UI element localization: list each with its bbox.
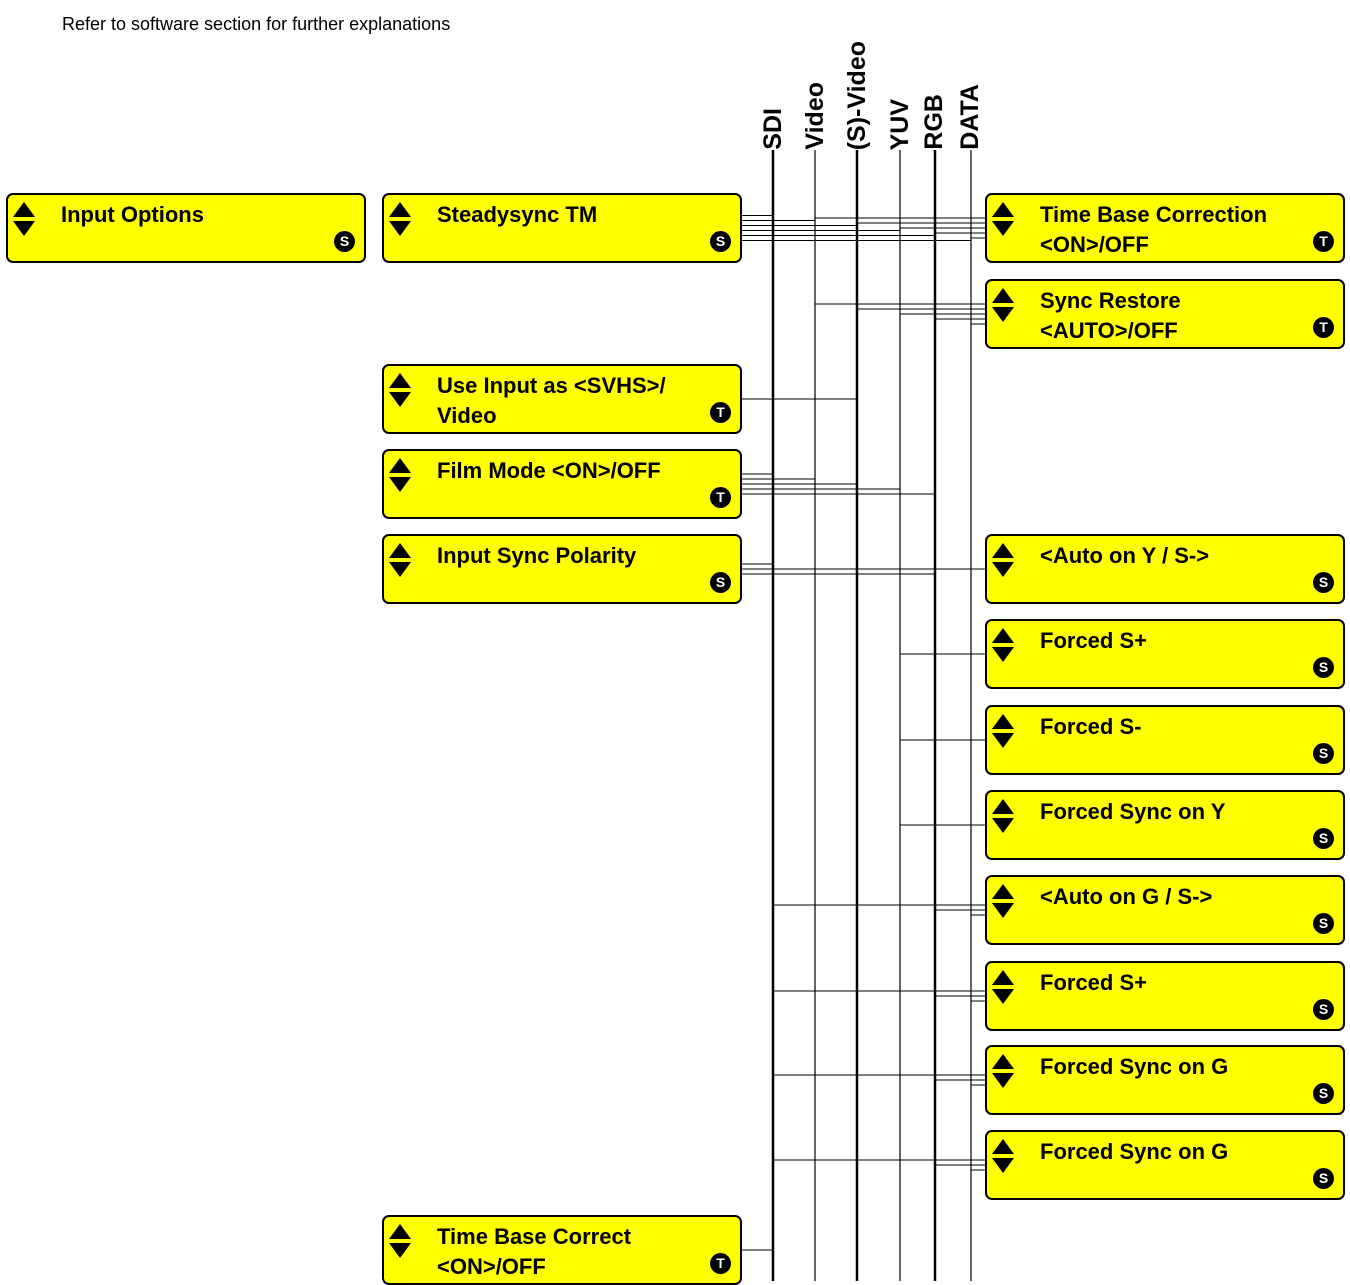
up-down-arrows-icon (389, 543, 411, 577)
box-label: Sync Restore<AUTO>/OFF (1040, 288, 1181, 343)
up-down-arrows-icon (992, 714, 1014, 748)
box-label: Film Mode <ON>/OFF (437, 458, 661, 483)
s-badge-icon: S (1313, 1083, 1334, 1104)
s-badge-icon: S (1313, 1168, 1334, 1189)
menu-box-steadysync[interactable]: Steadysync TM S (382, 193, 742, 263)
up-down-arrows-icon (13, 202, 35, 236)
up-down-arrows-icon (389, 1224, 411, 1258)
up-down-arrows-icon (992, 1054, 1014, 1088)
menu-box-input-options[interactable]: Input Options S (6, 193, 366, 263)
box-label: Forced S+ (1040, 628, 1147, 653)
menu-box-film-mode[interactable]: Film Mode <ON>/OFF T (382, 449, 742, 519)
box-label: Input Options (61, 202, 204, 227)
t-badge-icon: T (710, 402, 731, 423)
menu-box-sync-restore[interactable]: Sync Restore<AUTO>/OFF T (985, 279, 1345, 349)
menu-box-forced-s-plus[interactable]: Forced S+ S (985, 619, 1345, 689)
up-down-arrows-icon (992, 288, 1014, 322)
up-down-arrows-icon (992, 543, 1014, 577)
explanation-note: Refer to software section for further ex… (62, 14, 451, 34)
menu-box-auto-on-g[interactable]: <Auto on G / S-> S (985, 875, 1345, 945)
s-badge-icon: S (1313, 572, 1334, 593)
box-label: Forced Sync on G (1040, 1054, 1229, 1079)
s-badge-icon: S (1313, 828, 1334, 849)
box-label: Time Base Correction<ON>/OFF (1040, 202, 1268, 257)
up-down-arrows-icon (389, 202, 411, 236)
up-down-arrows-icon (992, 799, 1014, 833)
box-label: Input Sync Polarity (437, 543, 637, 568)
s-badge-icon: S (1313, 913, 1334, 934)
up-down-arrows-icon (992, 628, 1014, 662)
up-down-arrows-icon (992, 970, 1014, 1004)
box-label: <Auto on Y / S-> (1040, 543, 1210, 568)
s-badge-icon: S (334, 231, 355, 252)
s-badge-icon: S (710, 572, 731, 593)
menu-box-forced-sync-on-y[interactable]: Forced Sync on Y S (985, 790, 1345, 860)
box-label: Forced S- (1040, 714, 1142, 739)
menu-box-use-input-as[interactable]: Use Input as <SVHS>/Video T (382, 364, 742, 434)
box-label: Forced Sync on G (1040, 1139, 1229, 1164)
box-label: Forced S+ (1040, 970, 1147, 995)
menu-box-forced-sync-on-g[interactable]: Forced Sync on G S (985, 1045, 1345, 1115)
s-badge-icon: S (1313, 657, 1334, 678)
up-down-arrows-icon (389, 458, 411, 492)
menu-box-time-base-correction[interactable]: Time Base Correction<ON>/OFF T (985, 193, 1345, 263)
t-badge-icon: T (710, 487, 731, 508)
menu-box-forced-s-plus-rgb[interactable]: Forced S+ S (985, 961, 1345, 1031)
menu-box-forced-s-minus[interactable]: Forced S- S (985, 705, 1345, 775)
box-label: Forced Sync on Y (1040, 799, 1226, 824)
up-down-arrows-icon (992, 1139, 1014, 1173)
box-label: Time Base Correct<ON>/OFF (437, 1224, 632, 1279)
box-label: <Auto on G / S-> (1040, 884, 1213, 909)
menu-box-auto-on-y[interactable]: <Auto on Y / S-> S (985, 534, 1345, 604)
s-badge-icon: S (1313, 999, 1334, 1020)
up-down-arrows-icon (389, 373, 411, 407)
t-badge-icon: T (1313, 231, 1334, 252)
box-label: Steadysync TM (437, 202, 598, 227)
menu-box-time-base-correct[interactable]: Time Base Correct<ON>/OFF T (382, 1215, 742, 1285)
t-badge-icon: T (710, 1253, 731, 1274)
box-label: Use Input as <SVHS>/Video (437, 373, 666, 428)
t-badge-icon: T (1313, 317, 1334, 338)
s-badge-icon: S (710, 231, 731, 252)
up-down-arrows-icon (992, 884, 1014, 918)
menu-box-forced-sync-on-g-2[interactable]: Forced Sync on G S (985, 1130, 1345, 1200)
s-badge-icon: S (1313, 743, 1334, 764)
menu-box-input-sync-polarity[interactable]: Input Sync Polarity S (382, 534, 742, 604)
up-down-arrows-icon (992, 202, 1014, 236)
